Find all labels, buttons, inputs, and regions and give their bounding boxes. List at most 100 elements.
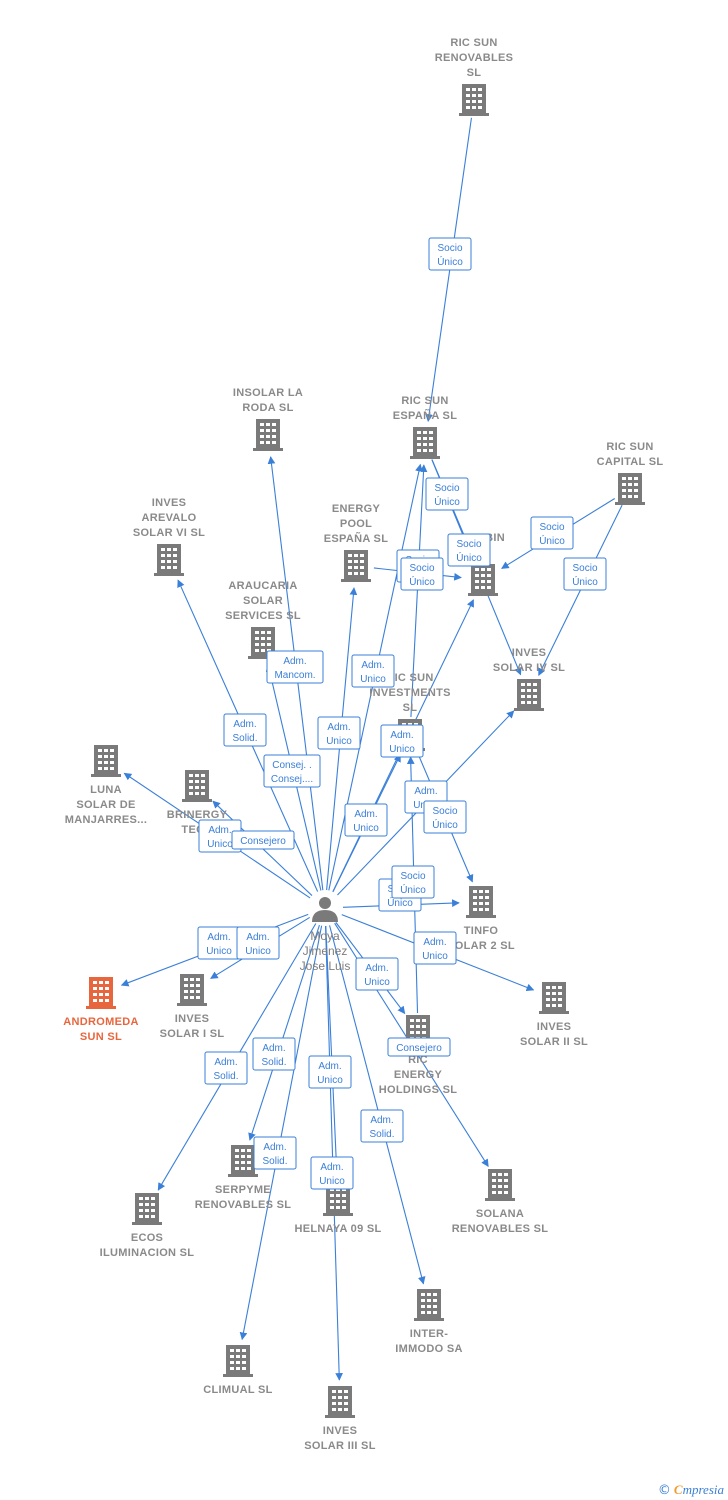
relation-label-r17[interactable]: Consejero (231, 830, 295, 850)
relation-text: Solid. (213, 1071, 238, 1082)
relation-text: Unico (319, 1176, 345, 1187)
brand-logo-initial: C (673, 1482, 683, 1497)
relation-label-r22[interactable]: Adm.Unico (413, 931, 457, 965)
relation-text: Único (539, 534, 565, 547)
relation-text: Socio (437, 243, 462, 254)
company-name-line: BRINERGY (167, 809, 228, 821)
relation-label-r11[interactable]: Adm.Unico (380, 724, 424, 758)
building-icon (154, 544, 184, 576)
company-name-line: INVES (175, 1013, 210, 1025)
relation-label-r25[interactable]: Adm.Solid. (204, 1051, 248, 1085)
relation-text: Consejero (396, 1043, 442, 1054)
brand-footer[interactable]: ©Cmpresia (658, 1482, 724, 1498)
relation-label-r27[interactable]: Adm.Unico (308, 1055, 352, 1089)
company-name-line: RIC SUN (386, 672, 433, 684)
relation-label-r20[interactable]: Adm. Unico (197, 926, 241, 960)
company-name-line: SL (467, 67, 482, 79)
relation-text: Solid. (262, 1156, 287, 1167)
company-node-invesiii[interactable]: INVES SOLAR III SL (304, 1386, 375, 1452)
company-node-climual[interactable]: CLIMUAL SL (203, 1345, 272, 1396)
relation-label-r23[interactable]: Adm.Unico (355, 957, 399, 991)
relation-text: Socio (539, 522, 564, 533)
relation-label-r9[interactable]: Adm.Solid. (223, 713, 267, 747)
company-name-line: INVES (323, 1425, 358, 1437)
relation-label-r12[interactable]: Consej. . Consej.... (263, 754, 321, 788)
relation-text: Mancom. (274, 670, 315, 681)
relation-label-r8[interactable]: Adm.Unico (351, 654, 395, 688)
relation-label-r28[interactable]: Adm.Solid. (360, 1109, 404, 1143)
relation-text: Único (434, 495, 460, 508)
company-name-line: RIC SUN (450, 37, 497, 49)
company-node-intermodo[interactable]: INTER-IMMODO SA (395, 1289, 462, 1355)
company-name-line: HOLDINGS SL (379, 1084, 457, 1096)
building-icon (539, 982, 569, 1014)
relation-text: Consej. . (272, 760, 311, 771)
relation-text: Único (400, 883, 426, 896)
relation-label-r30[interactable]: Adm.Unico (310, 1156, 354, 1190)
relation-label-r24[interactable]: Consejero (387, 1037, 451, 1057)
relation-text: Adm. (414, 786, 437, 797)
relation-text: Unico (207, 839, 233, 850)
company-name-line: SOLAR III SL (304, 1440, 375, 1452)
company-name-line: INVES (512, 647, 547, 659)
company-node-helnaya[interactable]: HELNAYA 09 SL (294, 1184, 381, 1235)
person-name-line: Jose Luis (300, 959, 351, 973)
relation-label-r16[interactable]: Adm. Unico (198, 819, 242, 853)
relation-text: Adm. (208, 825, 231, 836)
relation-text: Unico (360, 674, 386, 685)
company-name-line: RENOVABLES (435, 52, 514, 64)
company-name-line: INVESTMENTS (369, 687, 451, 699)
edge-moya-helnaya (325, 925, 341, 1179)
relation-text: Adm. (262, 1043, 285, 1054)
company-node-serpyme[interactable]: SERPYME RENOVABLES SL (195, 1145, 292, 1211)
relation-text: Adm. (370, 1115, 393, 1126)
relation-label-r21[interactable]: Adm.Unico (236, 926, 280, 960)
building-icon (485, 1169, 515, 1201)
company-name-line: CLIMUAL SL (203, 1384, 272, 1396)
company-name-line: RENOVABLES SL (195, 1199, 292, 1211)
company-name-line: ARAUCARIA (228, 580, 297, 592)
relation-label-r26[interactable]: Adm.Solid. (252, 1037, 296, 1071)
relation-text: Adm. (423, 937, 446, 948)
relation-label-r13[interactable]: Adm.Unico (344, 803, 388, 837)
relation-label-r7[interactable]: Adm.Mancom. (266, 650, 324, 684)
relation-text: Consej.... (271, 774, 313, 785)
relation-label-r29[interactable]: Adm.Solid. (253, 1136, 297, 1170)
relation-text: Adm. (207, 932, 230, 943)
edges (120, 117, 623, 1381)
person-name-line: Moya (310, 929, 340, 943)
building-icon (325, 1386, 355, 1418)
company-name-line: SERPYME (215, 1184, 271, 1196)
relation-text: Único (572, 575, 598, 588)
relation-label-r10[interactable]: Adm.Unico (317, 716, 361, 750)
relation-text: Unico (206, 946, 232, 957)
company-node-ricsunren[interactable]: RIC SUN RENOVABLES SL (435, 37, 514, 116)
